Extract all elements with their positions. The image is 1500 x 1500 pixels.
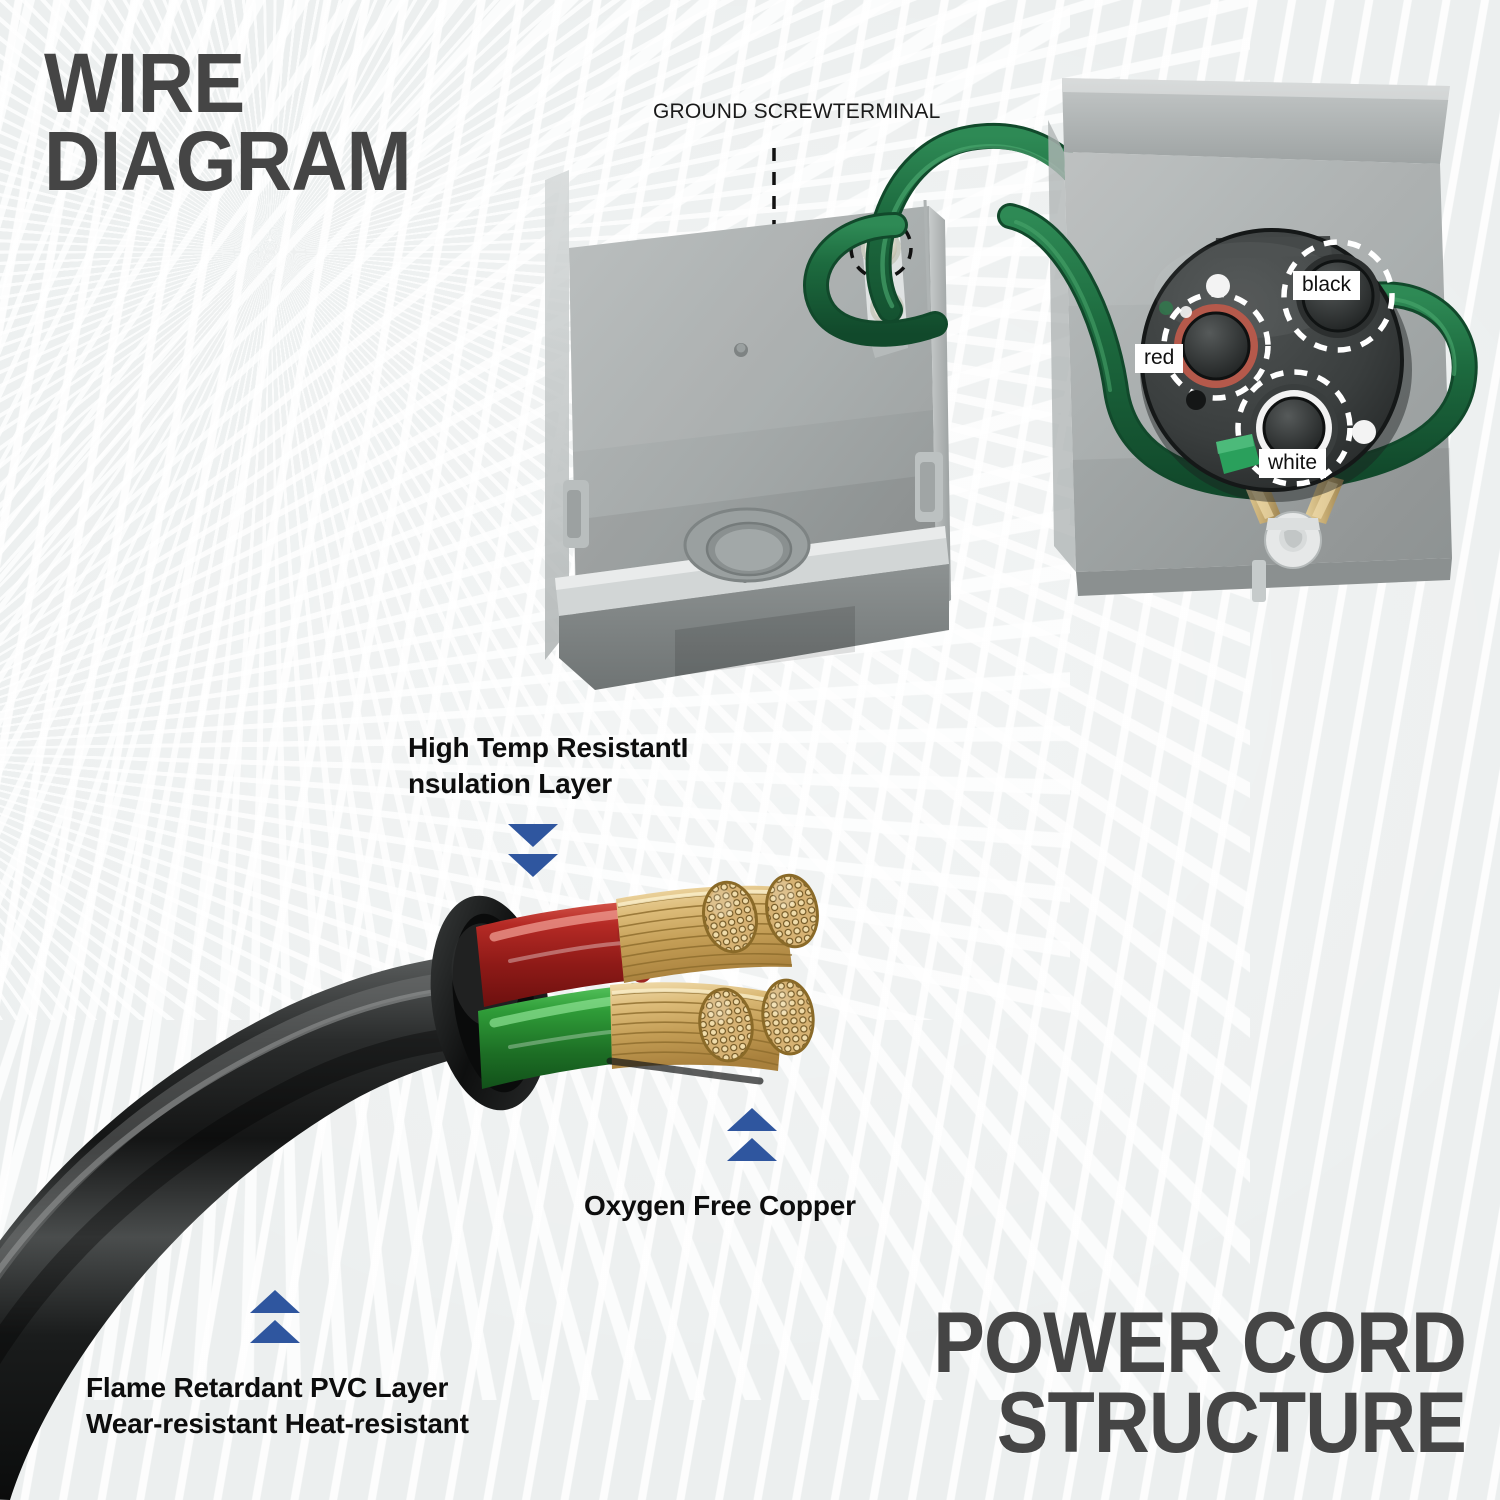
ground-wire-loop-left bbox=[997, 203, 1261, 499]
box-right-top-fold bbox=[1062, 78, 1450, 164]
arrow-group-pvc bbox=[250, 1290, 300, 1343]
chevron-up-icon bbox=[727, 1108, 777, 1131]
box-left-clamp-right bbox=[915, 452, 943, 522]
box-right-bottom-tab bbox=[1252, 560, 1266, 602]
copper-strand-end-1 bbox=[702, 880, 758, 954]
callout-line-1: High Temp ResistantI bbox=[408, 732, 689, 763]
power-cord-cutaway bbox=[0, 873, 819, 1500]
arrow-group-insulation bbox=[508, 824, 558, 877]
callout-oxygen-free-copper: Oxygen Free Copper bbox=[584, 1188, 856, 1224]
copper-strand-end-4 bbox=[761, 978, 815, 1056]
ground-lug-assembly bbox=[1242, 474, 1344, 569]
chevron-down-icon bbox=[508, 854, 558, 877]
receptacle-screw-dot-a bbox=[1206, 274, 1230, 298]
title-line-1: POWER CORD bbox=[933, 1295, 1467, 1392]
chevron-up-icon bbox=[250, 1290, 300, 1313]
callout-insulation-layer: High Temp ResistantI nsulation Layer bbox=[408, 730, 688, 802]
title-line-2: DIAGRAM bbox=[44, 114, 412, 209]
page-title-power-cord-structure: POWER CORD STRUCTURE bbox=[933, 1295, 1467, 1472]
callout-line-1: Flame Retardant PVC Layer bbox=[86, 1372, 449, 1403]
callout-flame-retardant-pvc: Flame Retardant PVC Layer Wear-resistant… bbox=[86, 1370, 469, 1442]
receptacle-screw-dot-b bbox=[1352, 420, 1376, 444]
box-left-lower-body bbox=[559, 564, 949, 690]
terminal-label-black: black bbox=[1293, 271, 1361, 301]
callout-line-2: nsulation Layer bbox=[408, 767, 612, 799]
title-line-2: STRUCTURE bbox=[996, 1375, 1467, 1472]
ground-screw-terminal-label: GROUND SCREWTERMINAL bbox=[653, 100, 941, 123]
terminal-label-red: red bbox=[1135, 344, 1184, 374]
box-left-clamp-left bbox=[563, 480, 589, 548]
receptacle-terminal-red bbox=[1161, 291, 1271, 401]
electrical-box-with-receptacle-right bbox=[997, 78, 1478, 602]
chevron-down-icon bbox=[508, 824, 558, 847]
page-title-wire-diagram: WIRE DIAGRAM bbox=[44, 36, 412, 209]
box-left-right-wall bbox=[929, 206, 951, 608]
receptacle-ground-tab bbox=[1216, 434, 1260, 474]
copper-bundle-lower bbox=[610, 982, 784, 1071]
callout-line-1: Oxygen Free Copper bbox=[584, 1190, 856, 1221]
copper-strand-end-2 bbox=[765, 873, 819, 949]
copper-strand-end-3 bbox=[698, 987, 754, 1063]
arrow-group-copper bbox=[727, 1108, 777, 1161]
box-left-knockout bbox=[683, 507, 811, 583]
ground-wire-green-hook-left bbox=[803, 212, 948, 347]
title-line-1: WIRE bbox=[44, 36, 245, 130]
callout-line-2: Wear-resistant Heat-resistant bbox=[86, 1407, 469, 1439]
chevron-up-icon bbox=[727, 1138, 777, 1161]
terminal-label-white: white bbox=[1259, 449, 1327, 479]
receptacle-vent-hole bbox=[1186, 390, 1206, 410]
electrical-box-open-left bbox=[545, 170, 951, 690]
chevron-up-icon bbox=[250, 1320, 300, 1343]
